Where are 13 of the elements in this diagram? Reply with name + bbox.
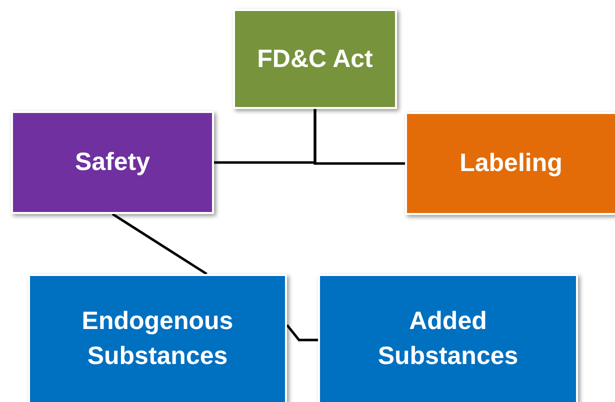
process-box (318, 274, 578, 402)
box-label: Added Substances (376, 306, 520, 372)
box-label: FD&C Act (256, 44, 374, 74)
connector-line (112, 212, 208, 276)
box-label: Safety (74, 147, 152, 178)
process-box (28, 274, 287, 402)
connector-line (314, 109, 405, 165)
process-box (233, 9, 397, 109)
connector-line (286, 324, 318, 342)
box-label: Labeling (458, 148, 564, 179)
process-box (11, 111, 214, 214)
box-label: Endogenous Substances (80, 306, 234, 372)
process-box (405, 112, 615, 215)
